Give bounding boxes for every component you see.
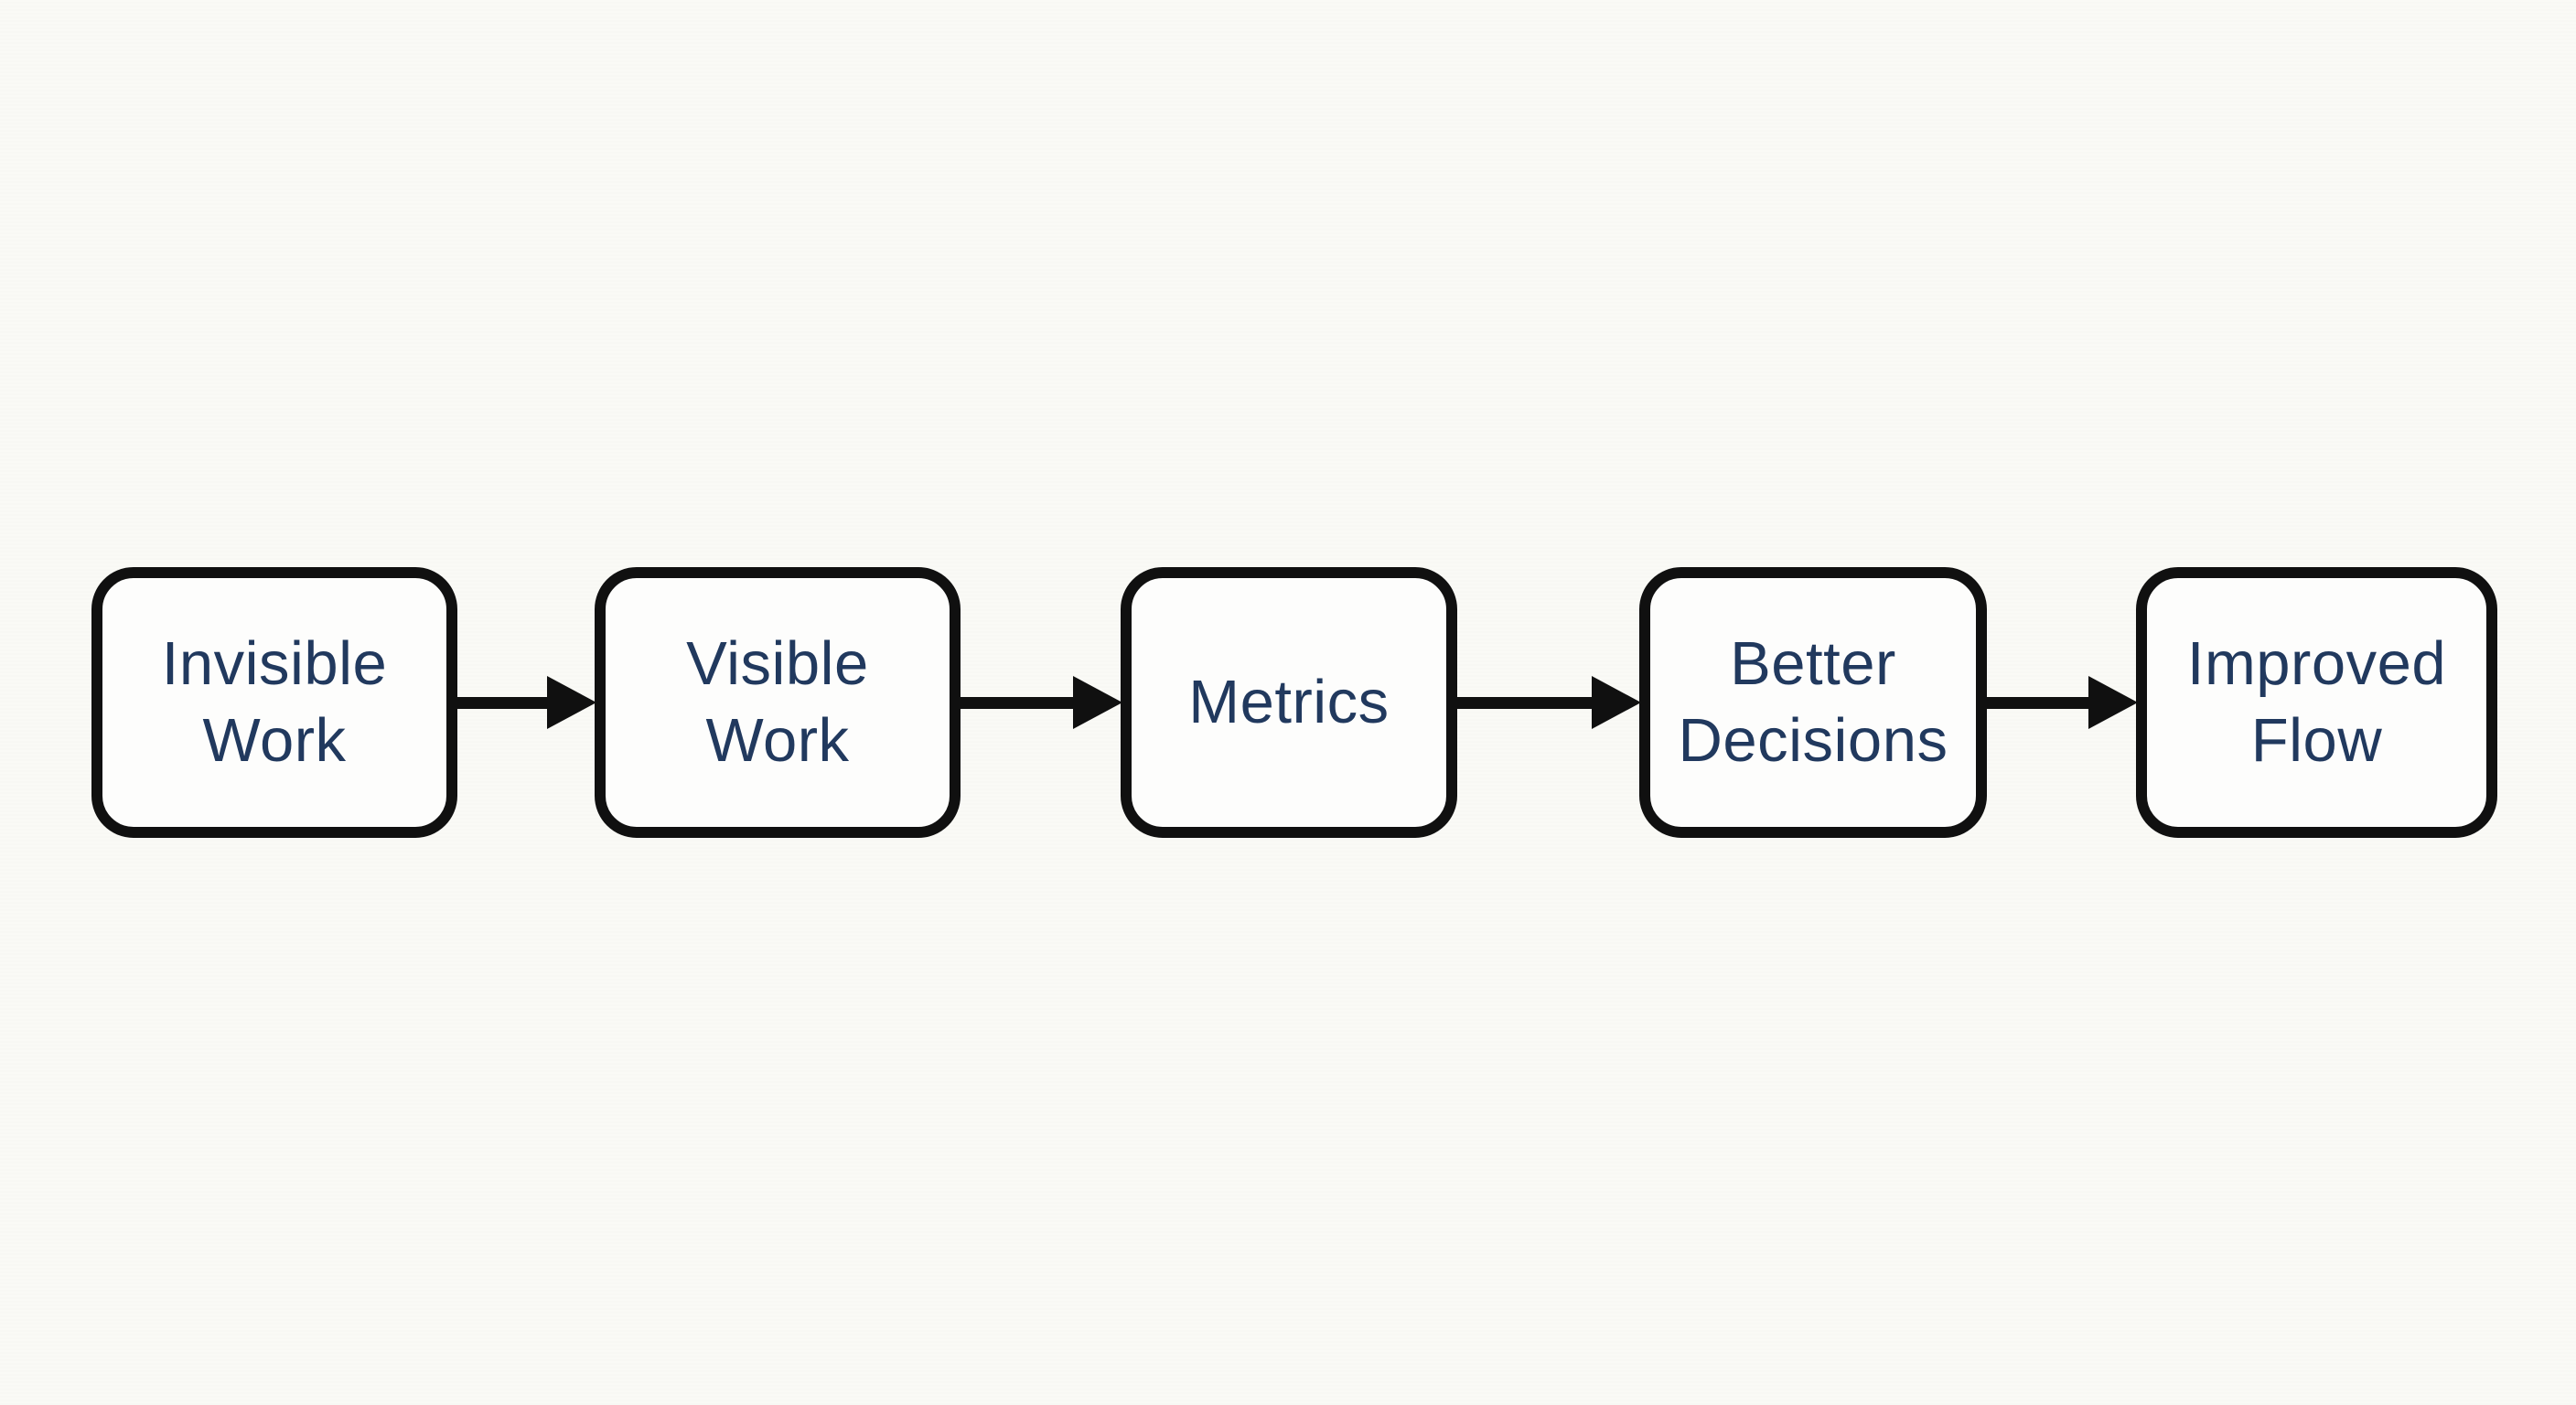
arrow-shaft xyxy=(454,696,558,709)
flow-arrow-2 xyxy=(959,676,1122,729)
node-better-decisions: Better Decisions xyxy=(1639,567,1987,838)
arrowhead-icon xyxy=(547,676,596,729)
arrow-shaft xyxy=(959,696,1084,709)
node-invisible-work: Invisible Work xyxy=(91,567,457,838)
flow-arrow-1 xyxy=(454,676,596,729)
arrowhead-icon xyxy=(1073,676,1122,729)
node-visible-work: Visible Work xyxy=(595,567,961,838)
flow-arrow-4 xyxy=(1985,676,2138,729)
flow-arrow-3 xyxy=(1455,676,1641,729)
node-label-better-decisions: Better Decisions xyxy=(1678,629,1948,775)
node-label-improved-flow: Improved Flow xyxy=(2186,629,2447,775)
arrow-shaft xyxy=(1985,696,2099,709)
arrow-shaft xyxy=(1455,696,1603,709)
node-label-visible-work: Visible Work xyxy=(686,629,869,775)
arrowhead-icon xyxy=(2088,676,2138,729)
node-improved-flow: Improved Flow xyxy=(2136,567,2497,838)
node-metrics: Metrics xyxy=(1121,567,1457,838)
node-label-metrics: Metrics xyxy=(1188,668,1390,737)
arrowhead-icon xyxy=(1592,676,1641,729)
node-label-invisible-work: Invisible Work xyxy=(161,629,388,775)
